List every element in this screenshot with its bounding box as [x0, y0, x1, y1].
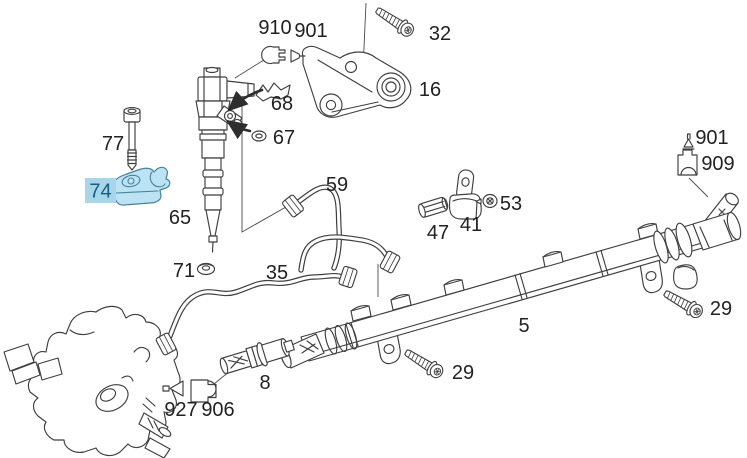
part-label-29-left[interactable]: 29 [452, 362, 474, 384]
part-label-41[interactable]: 41 [460, 214, 482, 236]
part-label-65[interactable]: 65 [169, 207, 191, 229]
part-label-71[interactable]: 71 [173, 260, 195, 282]
part-label-16[interactable]: 16 [419, 79, 441, 101]
part-label-47[interactable]: 47 [427, 222, 449, 244]
part-label-901-top[interactable]: 901 [294, 20, 327, 42]
badge-74-background [85, 178, 116, 203]
bolt-29-right-drawing [660, 285, 706, 322]
rail-ports [350, 222, 659, 322]
clamp-74-drawing[interactable] [111, 166, 171, 206]
connector-910-drawing [261, 45, 286, 65]
callout-labels: 910 901 32 16 68 67 77 74 65 59 47 41 53… [85, 17, 735, 421]
high-pressure-pump-drawing [3, 305, 181, 458]
injector-pipes-59-drawing [281, 184, 402, 275]
fuel-line-35-drawing [154, 265, 359, 357]
part-label-59[interactable]: 59 [326, 174, 348, 196]
part-label-67[interactable]: 67 [273, 127, 295, 149]
bolt-77-drawing [123, 107, 141, 171]
connector-906-drawing [190, 379, 217, 403]
part-label-909[interactable]: 909 [701, 153, 734, 175]
part-label-5[interactable]: 5 [518, 315, 529, 337]
part-label-8[interactable]: 8 [259, 372, 270, 394]
part-label-35[interactable]: 35 [266, 262, 288, 284]
part-label-910[interactable]: 910 [258, 17, 291, 39]
injector-65-drawing [195, 66, 255, 253]
part-label-927[interactable]: 927 [164, 399, 197, 421]
part-label-901-right[interactable]: 901 [695, 127, 728, 149]
sleeve-47-drawing [418, 196, 449, 218]
part-label-29-right[interactable]: 29 [710, 298, 732, 320]
fuel-rail-drawing [280, 192, 742, 369]
arrow-68 [227, 88, 264, 112]
part-label-53[interactable]: 53 [500, 193, 522, 215]
part-label-68[interactable]: 68 [271, 93, 293, 115]
bracket-16-drawing [301, 45, 412, 118]
highlighted-part-badge-74[interactable]: 74 [85, 178, 116, 203]
oring-67-drawing [251, 130, 267, 142]
bolt-29-left-drawing [401, 345, 447, 382]
washer-71-drawing [196, 262, 216, 276]
bracket-41-drawing [448, 169, 482, 220]
injector-8-drawing [219, 338, 295, 375]
part-label-32[interactable]: 32 [429, 23, 451, 45]
part-label-77[interactable]: 77 [102, 133, 124, 155]
connector-909-drawing [677, 149, 698, 176]
part-label-906[interactable]: 906 [201, 399, 234, 421]
plug-901-right-drawing [682, 133, 695, 150]
part-label-74[interactable]: 74 [89, 181, 111, 203]
plug-901-top-drawing [290, 49, 306, 63]
arrow-67 [225, 119, 252, 140]
screw-53-drawing [475, 193, 498, 209]
plug-927-drawing [162, 380, 184, 397]
retaining-clip-68-drawing [255, 82, 291, 102]
bolt-32-drawing [372, 3, 417, 40]
